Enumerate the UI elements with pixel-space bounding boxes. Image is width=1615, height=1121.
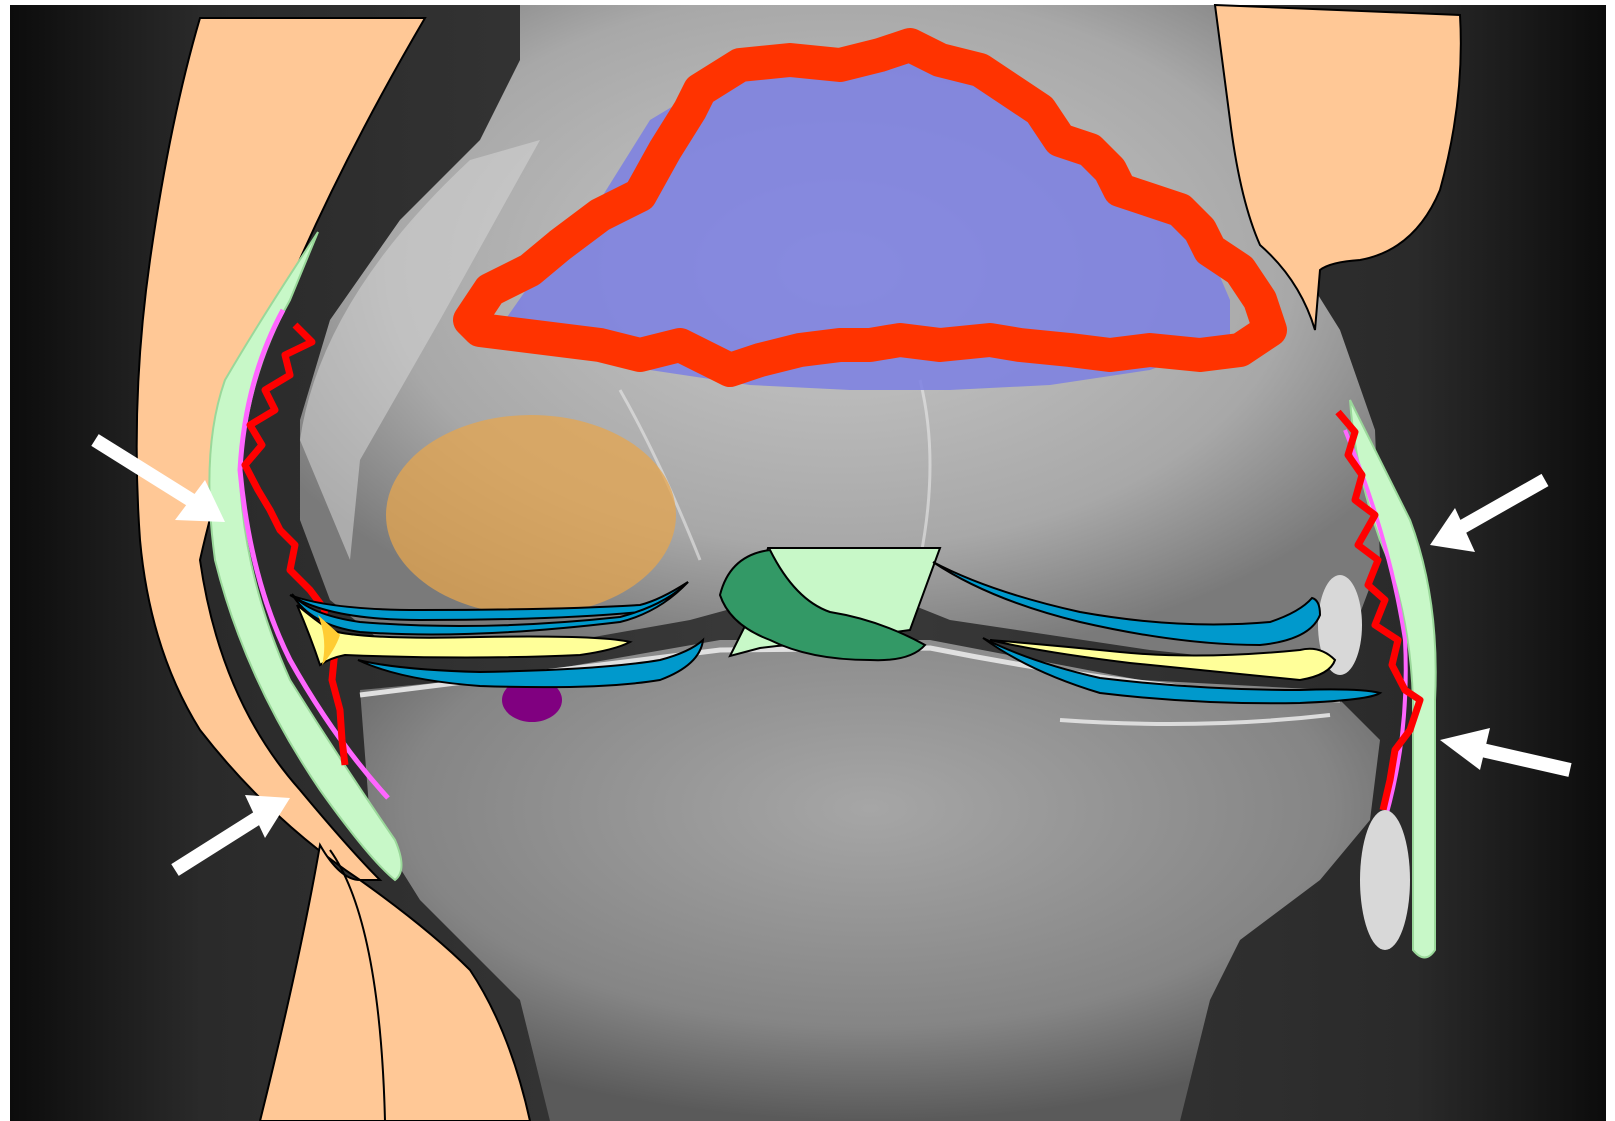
bone-cyst-tan [386,415,676,615]
lateral-bursa-lower [1360,810,1410,950]
